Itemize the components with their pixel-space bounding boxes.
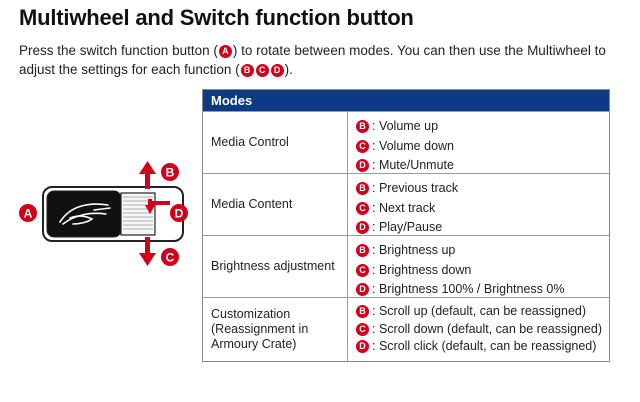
arrow-down-icon [139, 237, 156, 266]
badge-d: D [356, 340, 369, 353]
modes-table: Modes Media Control B: Volume up C: Volu… [202, 89, 610, 362]
badge-d: D [356, 159, 369, 172]
rog-logo-icon [59, 203, 111, 225]
function-text: : Scroll down (default, can be reassigne… [372, 321, 602, 336]
table-row: Media Control B: Volume up C: Volume dow… [203, 111, 609, 173]
svg-text:B: B [166, 166, 175, 180]
mode-functions: B: Volume up C: Volume down D: Mute/Unmu… [348, 112, 609, 173]
table-row: Customization (Reassignment in Armoury C… [203, 297, 609, 361]
function-item: D: Mute/Unmute [356, 156, 609, 176]
arrow-press-icon [145, 199, 170, 214]
function-item: B: Volume up [356, 117, 609, 137]
modes-table-header: Modes [203, 90, 609, 111]
intro-text-2: ) to rotate between modes. You can then … [19, 43, 606, 77]
function-text: : Play/Pause [372, 220, 443, 234]
mode-name-line: Armoury Crate) [211, 337, 297, 351]
function-item: B: Scroll up (default, can be reassigned… [356, 303, 609, 321]
multiwheel-diagram: A B D C [19, 161, 188, 266]
function-text: : Brightness down [372, 262, 472, 277]
function-text: : Volume down [372, 138, 454, 153]
badge-b: B [356, 182, 369, 195]
badge-b: B [356, 244, 369, 257]
label-c: C [161, 248, 179, 266]
mode-name: Media Content [203, 174, 348, 235]
mode-functions: B: Previous track C: Next track D: Play/… [348, 174, 609, 235]
mode-name: Customization (Reassignment in Armoury C… [203, 298, 348, 361]
function-item: C: Volume down [356, 137, 609, 157]
function-text: : Brightness 100% / Brightness 0% [372, 282, 565, 296]
function-item: C: Next track [356, 199, 609, 219]
table-row: Media Content B: Previous track C: Next … [203, 173, 609, 235]
table-row: Brightness adjustment B: Brightness up C… [203, 235, 609, 297]
badge-d: D [356, 221, 369, 234]
badge-c: C [255, 64, 269, 77]
device-body [42, 186, 184, 242]
badge-c: C [356, 201, 369, 215]
badge-d: D [356, 283, 369, 296]
intro-text-3: ). [284, 62, 293, 77]
mode-name: Media Control [203, 112, 348, 173]
badge-c: C [356, 322, 369, 336]
function-item: D: Scroll click (default, can be reassig… [356, 338, 609, 356]
function-item: D: Brightness 100% / Brightness 0% [356, 280, 609, 300]
function-text: : Scroll up (default, can be reassigned) [372, 304, 587, 318]
function-text: : Volume up [372, 119, 439, 133]
mode-name: Brightness adjustment [203, 236, 348, 297]
intro-text-1: Press the switch function button ( [19, 43, 218, 58]
svg-text:A: A [24, 207, 33, 221]
badge-b: B [356, 305, 369, 318]
function-item: B: Brightness up [356, 241, 609, 261]
page-title: Multiwheel and Switch function button [19, 5, 414, 30]
badge-b: B [240, 64, 254, 77]
function-item: B: Previous track [356, 179, 609, 199]
function-text: : Scroll click (default, can be reassign… [372, 339, 597, 353]
arrow-up-icon [139, 161, 156, 189]
badge-c: C [356, 263, 369, 277]
label-b: B [161, 163, 179, 181]
badge-d: D [270, 64, 284, 77]
svg-text:C: C [166, 251, 175, 265]
function-item: C: Scroll down (default, can be reassign… [356, 321, 609, 339]
mode-name-line: (Reassignment in [211, 322, 309, 336]
label-d: D [170, 204, 188, 222]
function-text: : Next track [372, 200, 436, 215]
intro-paragraph: Press the switch function button (A) to … [19, 41, 624, 79]
function-item: C: Brightness down [356, 261, 609, 281]
mode-functions: B: Brightness up C: Brightness down D: B… [348, 236, 609, 297]
function-item: D: Play/Pause [356, 218, 609, 238]
badge-a: A [218, 45, 232, 58]
label-a: A [19, 204, 37, 222]
svg-text:D: D [175, 207, 184, 221]
badge-c: C [356, 139, 369, 153]
badge-b: B [356, 120, 369, 133]
function-text: : Previous track [372, 181, 459, 195]
mode-functions: B: Scroll up (default, can be reassigned… [348, 298, 609, 361]
function-text: : Mute/Unmute [372, 158, 454, 172]
mode-name-line: Customization [211, 307, 291, 321]
function-text: : Brightness up [372, 243, 456, 257]
